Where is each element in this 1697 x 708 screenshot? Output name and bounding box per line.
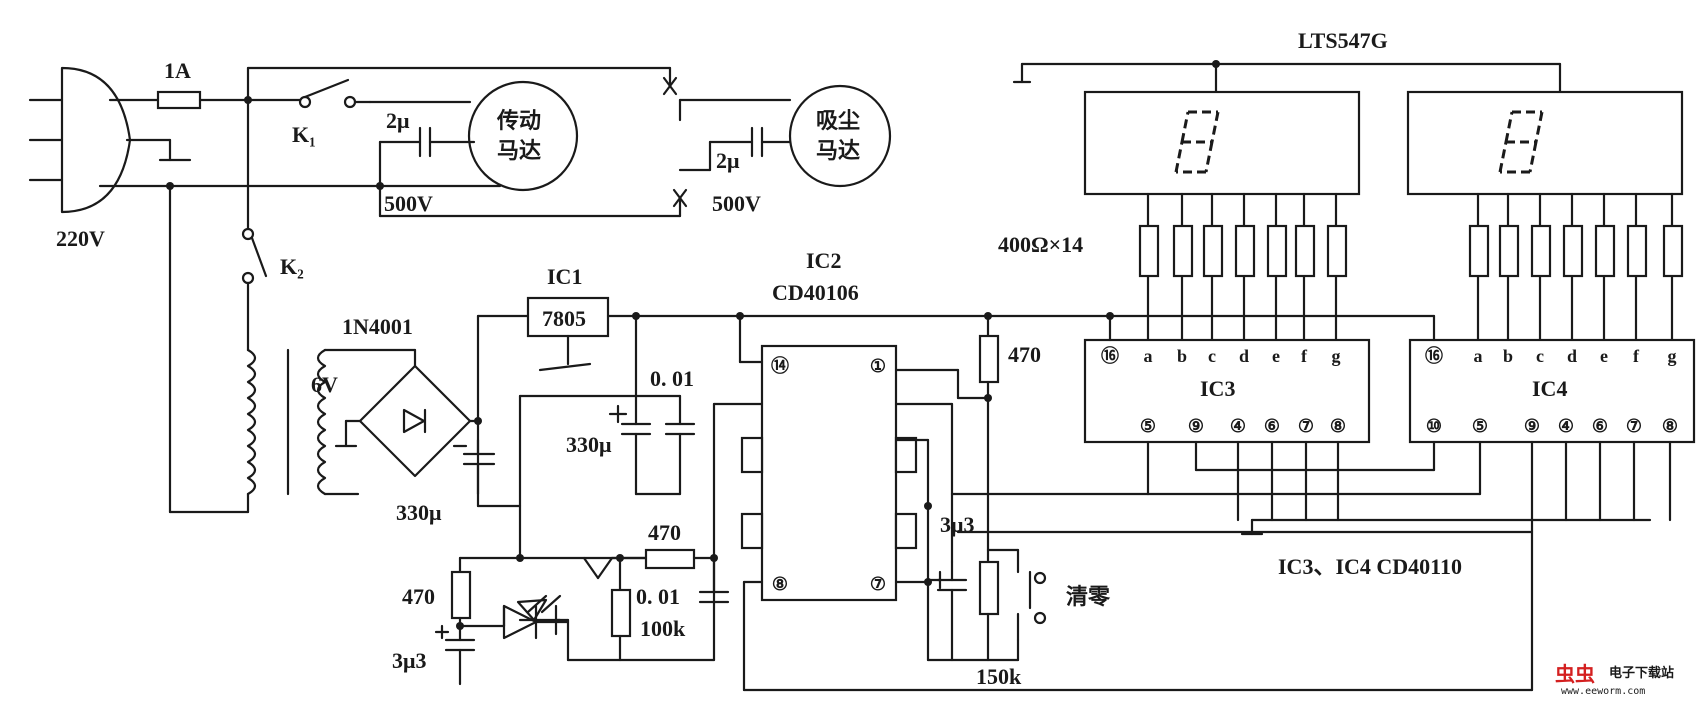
ic3-bottom-pin-0: ⑤ (1140, 416, 1156, 436)
transformer: 6V (168, 348, 338, 514)
motor2-name-line1: 吸尘 (816, 109, 860, 134)
ic3-top-pin-5: e (1272, 346, 1280, 366)
ic2-pin7: ⑦ (870, 574, 886, 594)
fuse-label: 1A (164, 58, 191, 83)
cap-3u3-left-label: 3μ3 (392, 648, 426, 673)
display-right (1406, 90, 1684, 196)
regulator-caps: 0. 01 330μ (566, 314, 696, 496)
switch-k2: K₂ (241, 227, 304, 285)
resistor-ladder-right (1468, 192, 1684, 348)
bridge-label: 1N4001 (342, 314, 413, 339)
res-470-mid-label: 470 (648, 520, 681, 545)
res-100k-label: 100k (640, 616, 686, 641)
ic4-top-pin-5: e (1600, 346, 1608, 366)
ic4-bottom-pin-2: ⑨ (1524, 416, 1540, 436)
cap-3u3-right-label: 3μ3 (940, 512, 974, 537)
ic3-top-pin-6: f (1301, 346, 1308, 366)
motor1-name-line1: 传动 (496, 109, 541, 134)
motor1-name-line2: 马达 (497, 139, 541, 164)
timing-network: 470 0. 01 100k (610, 520, 730, 662)
filter-capacitor: 330μ (396, 438, 496, 525)
motor1-cap-voltage: 500V (384, 191, 433, 216)
bridge-rectifier: 1N4001 (323, 314, 472, 496)
ic3-bottom-pin-4: ⑦ (1298, 416, 1314, 436)
ic2-name: IC2 (806, 248, 841, 273)
ic3-top-pin-2: b (1177, 346, 1187, 366)
ic4-top-pin-6: f (1633, 346, 1640, 366)
ic3-top-pin-3: c (1208, 346, 1216, 366)
ic3-bottom-pin-3: ⑥ (1264, 416, 1280, 436)
ic4-bottom-pin-6: ⑧ (1662, 416, 1678, 436)
res-150k-label: 150k (976, 664, 1022, 689)
ic4-bottom-pin-0: ⑩ (1426, 416, 1442, 436)
ic4-bottom-pin-5: ⑦ (1626, 416, 1642, 436)
regulator-part: 7805 (542, 306, 586, 331)
optical-sensor: 470 3μ3 (392, 554, 666, 686)
ic2-pin14: ⑭ (771, 355, 789, 376)
display-part-label: LTS547G (1298, 28, 1388, 53)
regulator-name: IC1 (547, 264, 582, 289)
ic4-top-pin-0: ⑯ (1425, 345, 1443, 366)
ic3-bottom-pin-5: ⑧ (1330, 416, 1346, 436)
ic2-cd40106: IC2 CD40106 ⑭ ① ⑧ ⑦ (740, 248, 918, 602)
ic2-pin1: ① (870, 356, 886, 376)
drive-motor: 2μ 500V 传动 马达 (378, 80, 579, 216)
reset-label: 清零 (1066, 584, 1111, 610)
resistor-ladder-left (1138, 192, 1348, 348)
site-watermark: 虫虫 电子下载站 www.eeworm.com (1551, 658, 1691, 704)
motor2-cap-label: 2μ (716, 148, 740, 173)
ic3-bottom-pin-1: ⑨ (1188, 416, 1204, 436)
resistor-array-label: 400Ω×14 (998, 232, 1083, 257)
filter-cap-label: 330μ (396, 500, 442, 525)
ic4-bottom-pin-3: ④ (1558, 416, 1574, 436)
switch-k1-label: K₁ (292, 122, 316, 147)
ic3-top-pin-4: d (1239, 346, 1249, 366)
reset-circuit: 3μ3 150k 清零 (926, 492, 1111, 689)
regulator-7805: 7805 IC1 (526, 264, 610, 372)
ic4-name: IC4 (1532, 376, 1567, 401)
ic4-top-pin-7: g (1668, 346, 1677, 366)
switch-k2-label: K₂ (280, 254, 304, 279)
ic4-top-pin-4: d (1567, 346, 1577, 366)
ic2-part: CD40106 (772, 280, 859, 305)
ic3-name: IC3 (1200, 376, 1235, 401)
ic2-pin8: ⑧ (772, 574, 788, 594)
ic3-top-pin-0: ⑯ (1101, 345, 1119, 366)
ic4-bottom-pin-1: ⑤ (1472, 416, 1488, 436)
ic4-top-pin-2: b (1503, 346, 1513, 366)
motor2-name-line2: 马达 (816, 139, 860, 164)
fuse (156, 90, 202, 110)
res-470-left-label: 470 (402, 584, 435, 609)
switch-k1: K₁ (292, 78, 372, 147)
motor1-cap-label: 2μ (386, 108, 410, 133)
counter-bus (950, 440, 1672, 692)
cap-001-b-label: 0. 01 (636, 584, 680, 609)
vacuum-motor: 2μ 500V 吸尘 马达 (708, 84, 892, 216)
ic3-bottom-pin-2: ④ (1230, 416, 1246, 436)
cap-001-a-label: 0. 01 (650, 366, 694, 391)
mains-plug: 220V (28, 66, 192, 251)
ic4-top-pin-1: a (1474, 346, 1483, 366)
ic3-top-pin-7: g (1332, 346, 1341, 366)
resistor-470-top: 470 (978, 314, 1041, 402)
ic4-bottom-pin-4: ⑥ (1592, 416, 1608, 436)
cap-330u-b-label: 330μ (566, 432, 612, 457)
ic3-top-pin-1: a (1144, 346, 1153, 366)
res-470-top-label: 470 (1008, 342, 1041, 367)
display-left (1083, 90, 1361, 196)
ic4-top-pin-3: c (1536, 346, 1544, 366)
watermark-text: 电子下载站 (1609, 666, 1675, 681)
ic-parts-label: IC3、IC4 CD40110 (1278, 554, 1462, 579)
watermark-logo: 虫虫 (1555, 662, 1595, 686)
plug-voltage-label: 220V (56, 226, 105, 251)
motor2-cap-voltage: 500V (712, 191, 761, 216)
watermark-url: www.eeworm.com (1561, 686, 1646, 697)
transformer-voltage: 6V (311, 372, 338, 397)
